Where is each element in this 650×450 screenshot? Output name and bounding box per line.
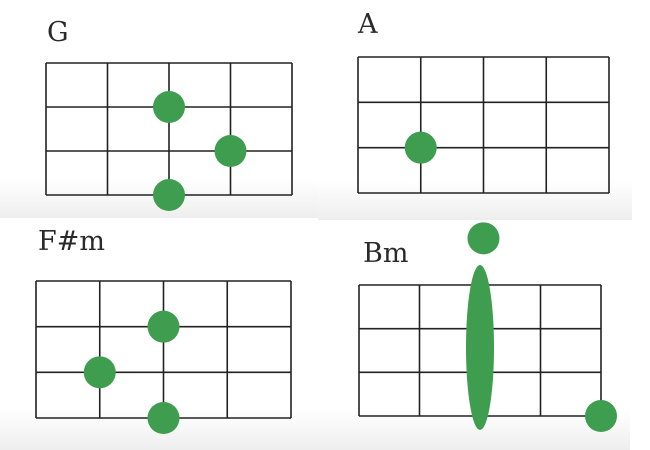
finger-dot — [153, 179, 185, 211]
chord-grid-1 — [357, 56, 610, 255]
chord-name-g: G — [47, 17, 69, 48]
finger-dot — [153, 91, 185, 123]
panel-background-a — [318, 0, 632, 220]
chord-grid-0 — [45, 62, 293, 211]
chord-grid-3 — [358, 265, 617, 432]
chord-name-a: A — [358, 9, 378, 40]
chord-name-bm: Bm — [363, 238, 409, 269]
finger-dot — [214, 135, 247, 167]
finger-dot — [147, 402, 180, 434]
finger-dot — [467, 222, 500, 255]
finger-dot — [585, 400, 617, 432]
barre-marker — [466, 265, 494, 430]
finger-dot — [83, 356, 116, 389]
chord-name-fsm: F#m — [38, 226, 105, 257]
finger-dot — [404, 131, 437, 164]
chord-grid-2 — [35, 280, 292, 434]
finger-dot — [147, 310, 180, 343]
